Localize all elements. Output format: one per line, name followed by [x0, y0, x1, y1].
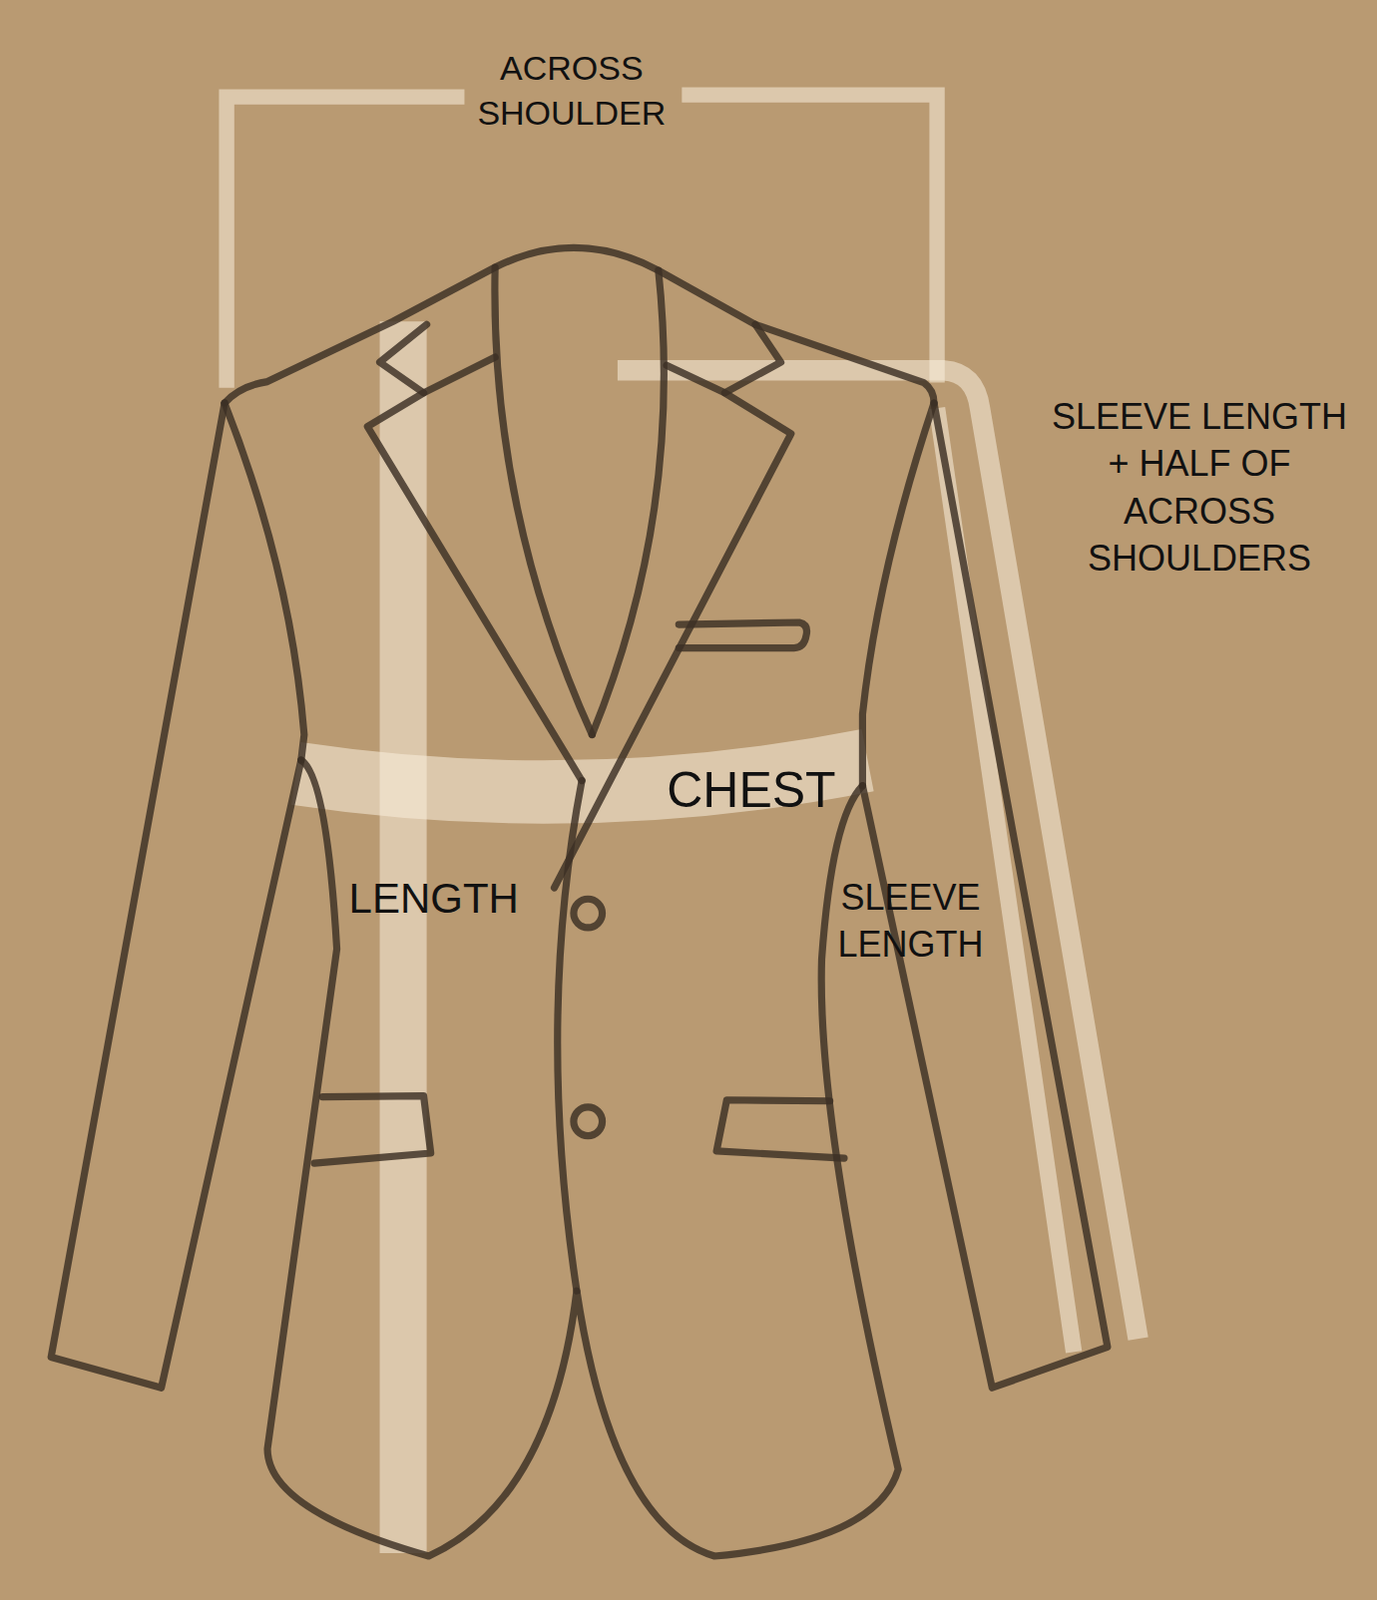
measure-bands [226, 94, 1139, 1554]
measure-label: LENGTH [324, 871, 544, 926]
measure-label: CHEST [641, 757, 862, 824]
measure-label: SLEEVE LENGTH + HALF OF ACROSS SHOULDERS [1039, 393, 1360, 583]
measure-label: ACROSS SHOULDER [452, 45, 692, 136]
measure-label: SLEEVE LENGTH [830, 874, 990, 969]
across-shoulder-bracket [226, 94, 937, 389]
jacket-outline [50, 247, 1108, 1557]
